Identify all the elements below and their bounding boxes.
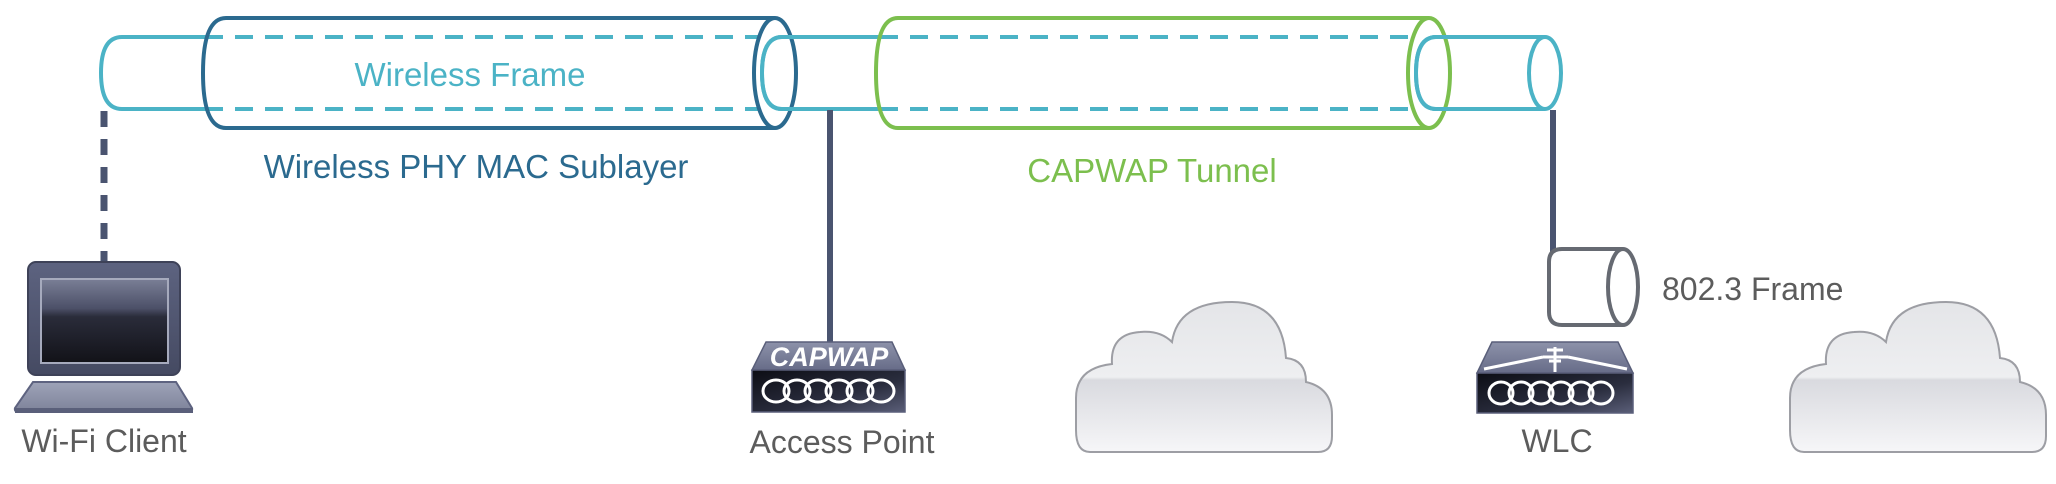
wifi-client-label: Wi-Fi Client — [21, 423, 186, 459]
capwap-tunnel-cylinder — [873, 16, 1452, 130]
laptop-icon — [13, 261, 194, 413]
wireless-frame-tube-joint-2 — [1413, 35, 1455, 111]
ethernet-frame-cylinder — [1547, 247, 1640, 327]
ap-port-pattern — [761, 378, 896, 404]
capwap-tunnel-label: CAPWAP Tunnel — [1027, 152, 1276, 189]
wireless-frame-tube-joint — [759, 35, 800, 111]
cloud-icon — [1075, 300, 1333, 453]
wireless-lan-controller-icon — [1475, 341, 1635, 414]
access-point-badge: CAPWAP — [770, 342, 889, 372]
access-point-label: Access Point — [750, 424, 935, 460]
cloud-icon-2 — [1789, 300, 2047, 453]
wlc-port-pattern — [1487, 380, 1615, 406]
access-point-icon: CAPWAP — [750, 341, 907, 413]
wlc-label: WLC — [1521, 423, 1592, 459]
wireless-phy-mac-label: Wireless PHY MAC Sublayer — [264, 148, 689, 185]
wireless-frame-label: Wireless Frame — [354, 56, 585, 93]
phy-mac-cylinder — [200, 16, 798, 130]
wlc-arrows-icon — [1483, 347, 1628, 372]
wireless-frame-tube — [98, 35, 1563, 111]
ethernet-frame-label: 802.3 Frame — [1662, 271, 1843, 307]
